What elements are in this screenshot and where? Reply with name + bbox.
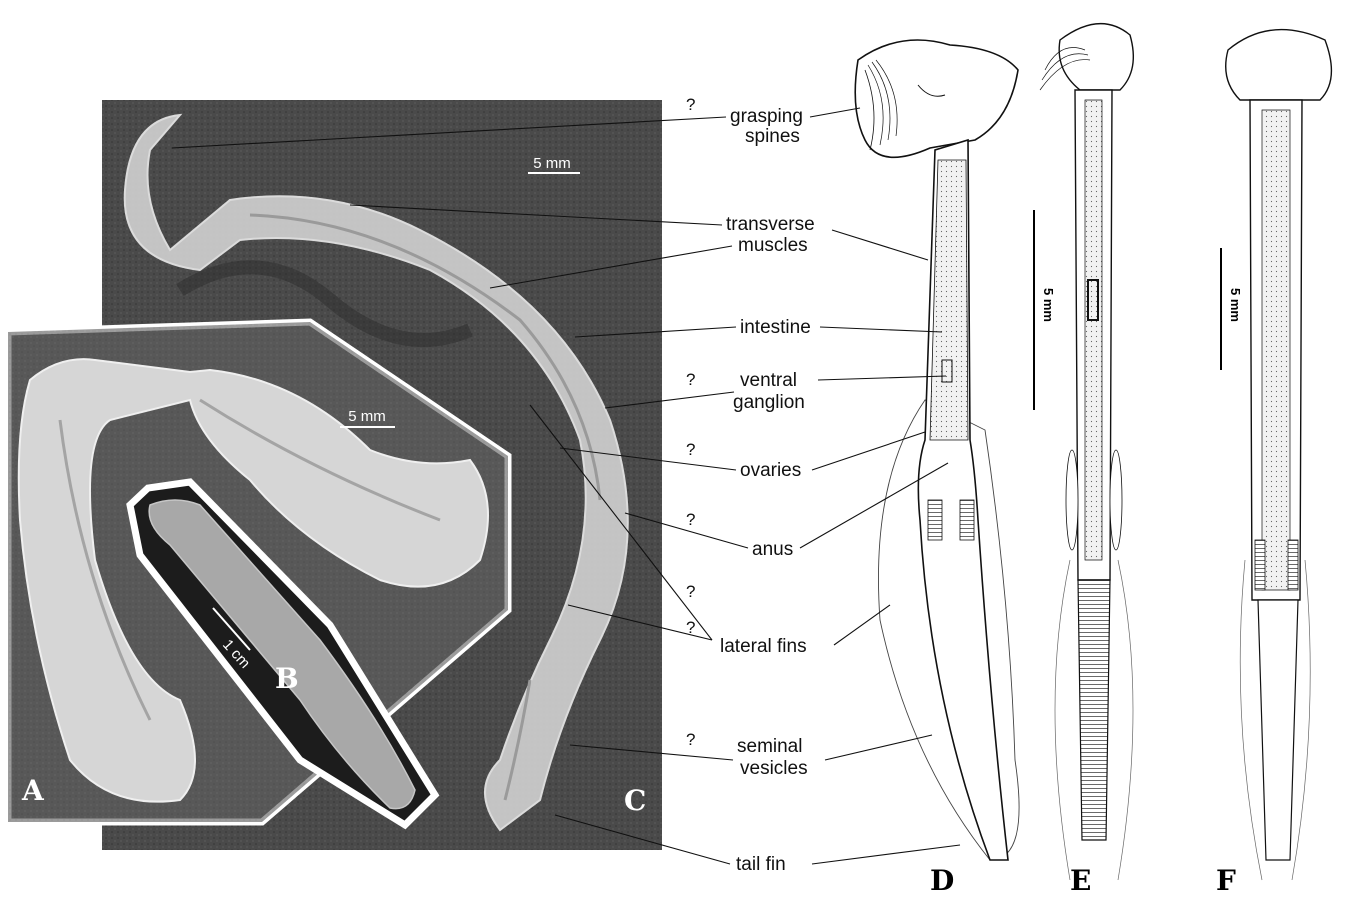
svg-text:?: ? [686,730,695,749]
panel-label-f: F [1216,864,1236,897]
svg-text:?: ? [686,582,695,601]
panel-label-e: E [1070,864,1091,897]
svg-text:?: ? [686,370,695,389]
svg-text:transverse: transverse [726,214,815,235]
svg-text:?: ? [686,510,695,529]
svg-text:?: ? [686,440,695,459]
panel-label-d: D [930,864,954,897]
drawing-e [1040,24,1133,880]
svg-text:ovaries: ovaries [740,460,801,481]
svg-text:lateral fins: lateral fins [720,636,807,657]
scale-bar-e: 5 mm [1034,210,1056,410]
svg-text:tail fin: tail fin [736,854,786,875]
scale-bar-f: 5 mm [1221,248,1243,370]
panel-label-c: C [624,784,646,817]
panel-label-b: B [275,662,299,695]
svg-text:5 mm: 5 mm [348,408,386,425]
svg-text:intestine: intestine [740,317,811,338]
svg-text:vesicles: vesicles [740,758,808,779]
svg-text:seminal: seminal [737,736,802,757]
svg-text:ganglion: ganglion [733,392,805,413]
svg-text:grasping: grasping [730,106,803,127]
drawing-f [1226,30,1332,880]
drawing-d [855,40,1019,860]
svg-text:ventral: ventral [740,370,797,391]
svg-text:5 mm: 5 mm [533,155,571,172]
panel-label-a: A [21,774,45,807]
svg-text:5 mm: 5 mm [1228,288,1243,322]
svg-text:?: ? [686,95,695,114]
svg-text:muscles: muscles [738,235,808,256]
svg-text:5 mm: 5 mm [1041,288,1056,322]
svg-text:spines: spines [745,126,800,147]
svg-text:anus: anus [752,539,793,560]
